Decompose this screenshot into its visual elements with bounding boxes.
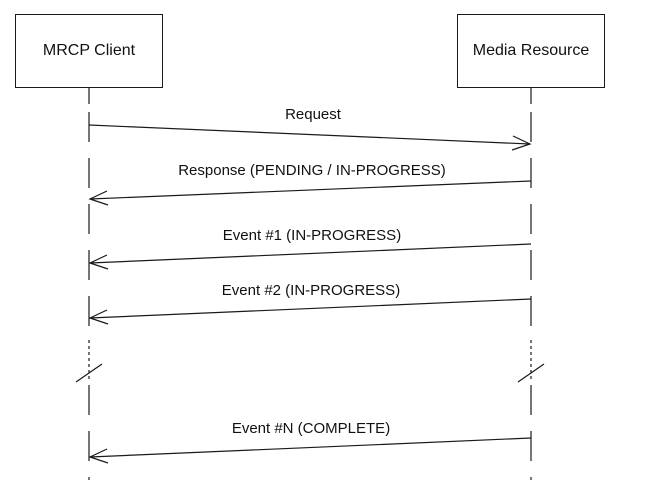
break-mark-resource bbox=[517, 363, 545, 383]
label-event-n: Event #N (COMPLETE) bbox=[231, 420, 391, 437]
arrow-event-2 bbox=[88, 298, 532, 325]
arrow-response bbox=[88, 180, 532, 206]
participant-mrcp-client-label: MRCP Client bbox=[42, 42, 136, 59]
label-event-1: Event #1 (IN-PROGRESS) bbox=[222, 227, 402, 244]
label-event-2: Event #2 (IN-PROGRESS) bbox=[221, 282, 401, 299]
arrow-event-1 bbox=[88, 243, 532, 270]
label-response: Response (PENDING / IN-PROGRESS) bbox=[178, 162, 446, 179]
break-mark-client bbox=[75, 363, 103, 383]
label-request: Request bbox=[285, 106, 341, 123]
participant-media-resource-label: Media Resource bbox=[472, 42, 590, 59]
participant-mrcp-client: MRCP Client bbox=[15, 14, 163, 88]
participant-media-resource: Media Resource bbox=[457, 14, 605, 88]
arrow-event-n bbox=[88, 437, 532, 464]
arrow-request bbox=[88, 124, 532, 151]
